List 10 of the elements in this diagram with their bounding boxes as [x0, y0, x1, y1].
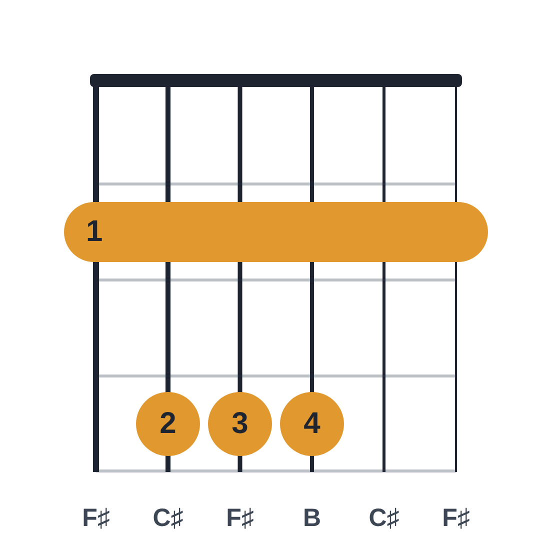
string-note-label: B — [302, 503, 322, 533]
string-note-label: F♯ — [441, 503, 471, 533]
string-note-label: F♯ — [81, 503, 111, 533]
finger-marker: 3 — [208, 392, 272, 456]
barre-marker: 1 — [64, 202, 488, 262]
finger-marker: 2 — [136, 392, 200, 456]
finger-marker: 4 — [280, 392, 344, 456]
string-note-label: C♯ — [368, 503, 400, 533]
string-note-label: F♯ — [225, 503, 255, 533]
string-note-label: C♯ — [152, 503, 184, 533]
